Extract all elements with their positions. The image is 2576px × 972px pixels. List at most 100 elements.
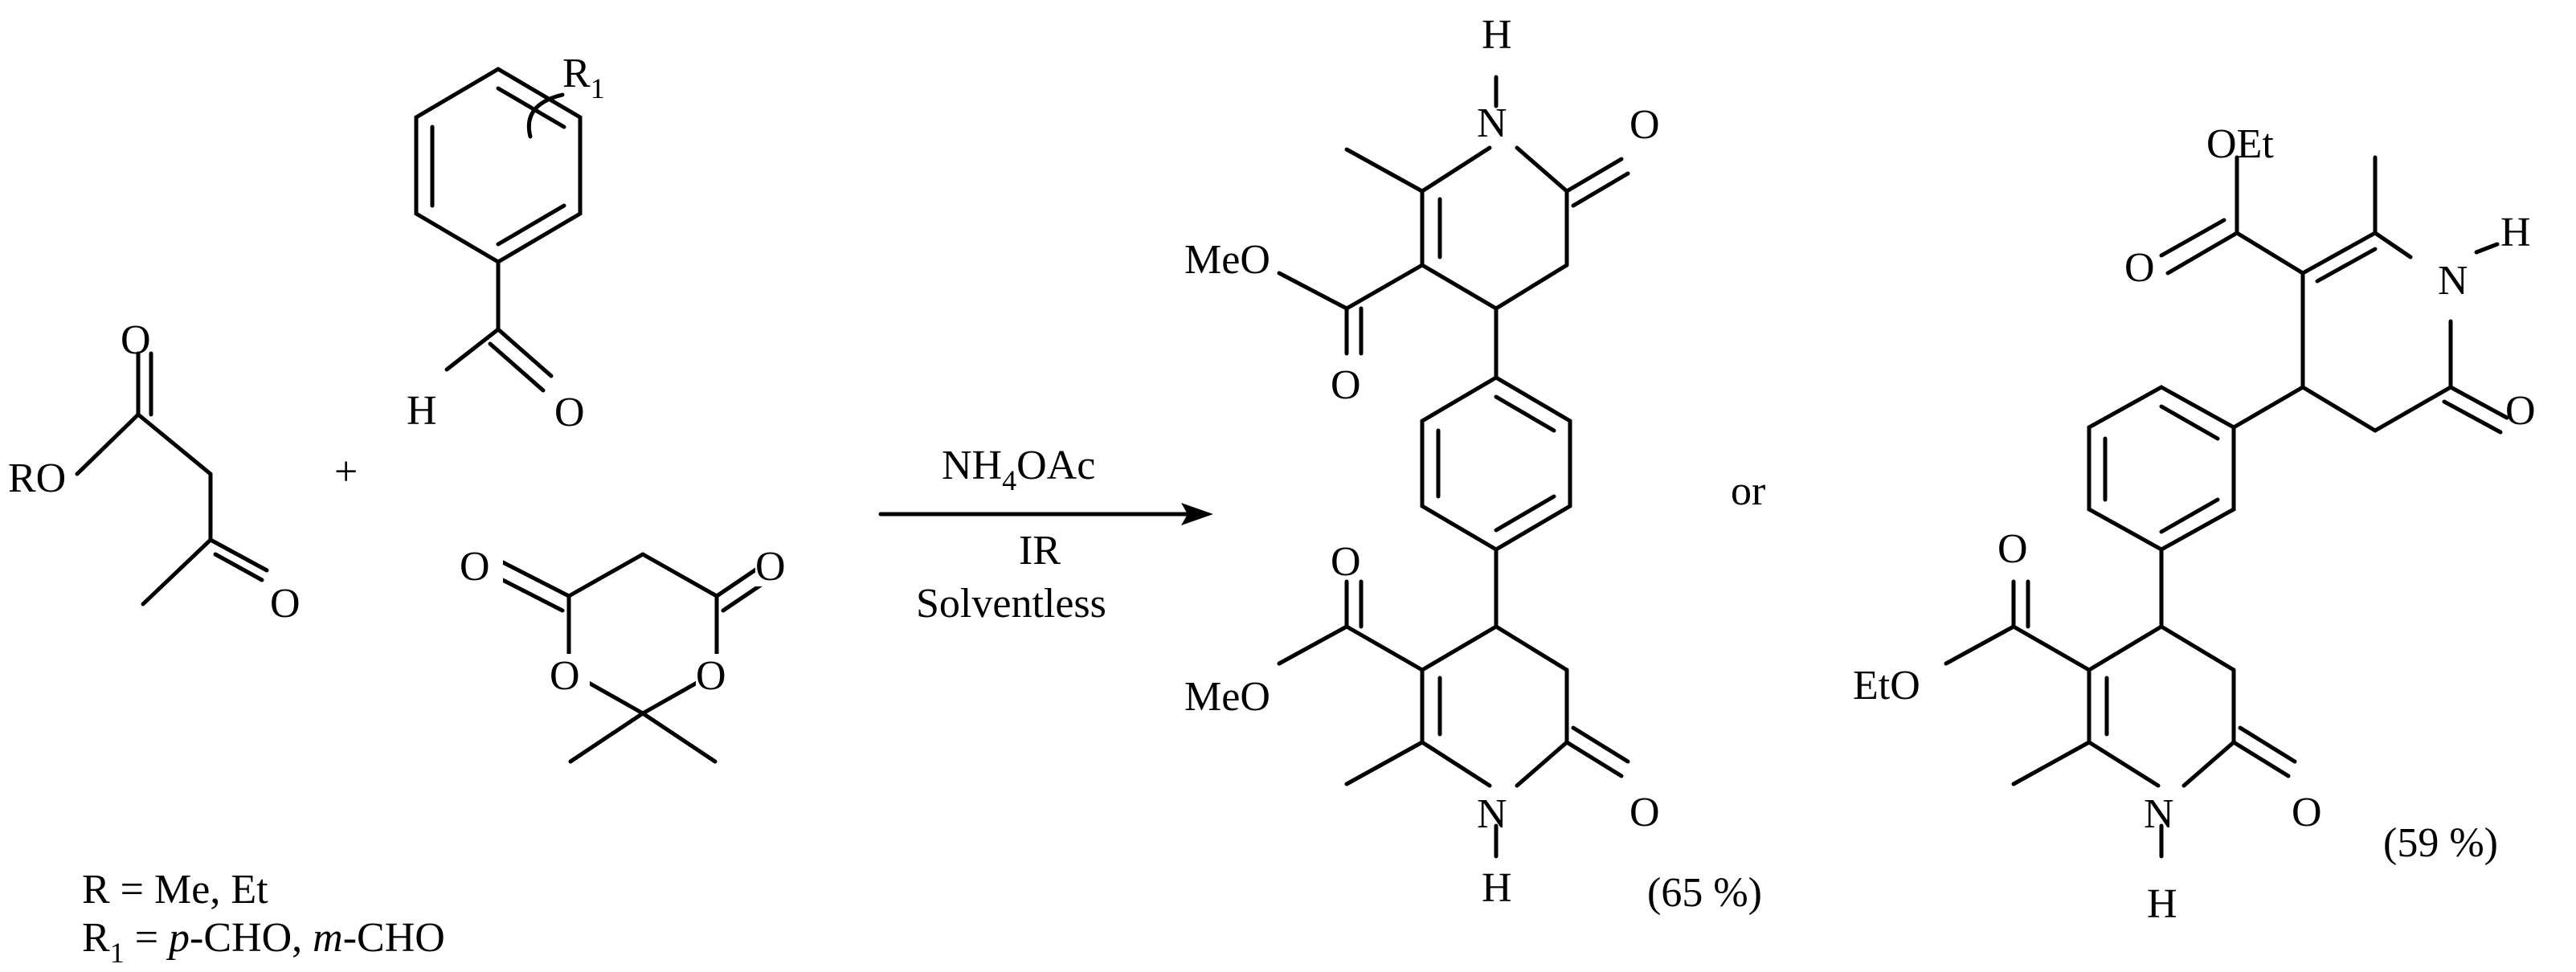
bond	[1420, 624, 1499, 672]
bond	[1494, 394, 1556, 433]
label-h: H	[407, 388, 437, 434]
label-ro: RO	[8, 455, 66, 501]
label-o: O	[2505, 388, 2536, 434]
label-n: N	[1477, 100, 1507, 146]
bond	[141, 537, 213, 606]
bond	[1944, 624, 2016, 666]
bond	[2373, 231, 2413, 259]
meldrums-acid-structure: O O O O	[458, 541, 800, 764]
yield-product-1: (65 %)	[1647, 870, 1762, 916]
bond	[1277, 271, 1349, 311]
bond	[213, 552, 264, 582]
label-n: N	[2144, 791, 2174, 837]
bond	[2231, 385, 2305, 430]
label-h: H	[2500, 210, 2531, 255]
label-o: O	[1629, 790, 1660, 835]
bond	[2159, 624, 2236, 672]
bond	[1571, 725, 1630, 764]
label-o: O	[1997, 526, 2028, 572]
bond	[2087, 740, 2161, 788]
label-meo: MeO	[1184, 237, 1270, 283]
bond	[1344, 624, 1425, 672]
bond	[2442, 399, 2503, 435]
reagent-label: NH4OAc	[942, 443, 1095, 496]
bond	[1494, 624, 1569, 672]
label-o: O	[460, 544, 490, 590]
bond	[2448, 385, 2509, 420]
condition-solventless: Solventless	[916, 581, 1106, 627]
label-mask	[696, 654, 736, 692]
legend-r1: R1 = p-CHO, m-CHO	[82, 915, 445, 969]
benzaldehyde-structure: R1 H O	[407, 51, 605, 435]
bond	[1494, 263, 1569, 311]
bond	[2011, 624, 2091, 672]
bond	[2235, 231, 2305, 276]
bond	[1564, 740, 1624, 778]
bond	[2087, 385, 2236, 552]
bond	[496, 203, 566, 247]
label-mask	[755, 541, 800, 586]
label-n: N	[1477, 791, 1507, 837]
or-text: or	[1731, 468, 1765, 514]
label-n: N	[2438, 258, 2468, 304]
bond	[75, 412, 141, 476]
label-o: O	[2124, 245, 2155, 291]
bond	[640, 552, 719, 598]
bond	[2300, 385, 2378, 433]
bond	[1344, 263, 1425, 311]
bond	[444, 327, 501, 372]
bond	[2159, 404, 2220, 441]
bond	[2159, 497, 2220, 534]
label-h: H	[1482, 865, 1512, 911]
bond	[488, 341, 546, 393]
yield-product-2: (59 %)	[2383, 820, 2498, 866]
reaction-arrow	[878, 503, 1213, 525]
label-o: O	[696, 653, 726, 699]
bond	[208, 537, 269, 573]
bond	[2181, 740, 2236, 788]
label-mask	[550, 654, 590, 692]
bond	[2159, 218, 2226, 258]
bond	[2011, 740, 2091, 786]
bond	[2231, 740, 2291, 778]
bond	[136, 412, 213, 476]
bond	[2165, 231, 2239, 276]
bond	[1571, 171, 1630, 208]
bond	[2373, 385, 2453, 433]
bond	[1515, 740, 1569, 788]
label-o: O	[550, 653, 580, 699]
bond	[1420, 740, 1492, 788]
bond	[1515, 145, 1569, 194]
label-o: O	[121, 317, 151, 363]
product-2-structure: OEt O N H O O EtO N O H	[1853, 121, 2536, 927]
bond	[1344, 740, 1425, 786]
bond	[2238, 725, 2297, 764]
bond	[2087, 624, 2164, 672]
label-mask	[458, 541, 503, 586]
bond	[1420, 145, 1492, 194]
bond	[1420, 375, 1572, 552]
bond	[496, 86, 566, 129]
label-meo: MeO	[1184, 674, 1270, 720]
label-r1: R1	[562, 51, 605, 104]
bond	[1420, 263, 1499, 311]
label-h: H	[1482, 12, 1512, 58]
arrow-head	[1181, 503, 1213, 525]
label-o: O	[755, 544, 786, 590]
bond	[494, 557, 571, 598]
label-o: O	[2292, 790, 2322, 835]
bond	[2315, 247, 2378, 284]
bond	[1564, 157, 1624, 194]
label-h: H	[2147, 881, 2177, 927]
bond	[1494, 494, 1556, 533]
legend-r: R = Me, Et	[82, 867, 268, 913]
label-oet: OEt	[2206, 121, 2274, 167]
label-o: O	[1629, 102, 1660, 148]
bond	[2300, 231, 2378, 276]
plus-sign: +	[334, 449, 358, 495]
ketoester-structure: RO O O	[8, 317, 301, 627]
bond	[496, 327, 554, 378]
bond	[1277, 624, 1349, 666]
label-o: O	[270, 581, 301, 627]
